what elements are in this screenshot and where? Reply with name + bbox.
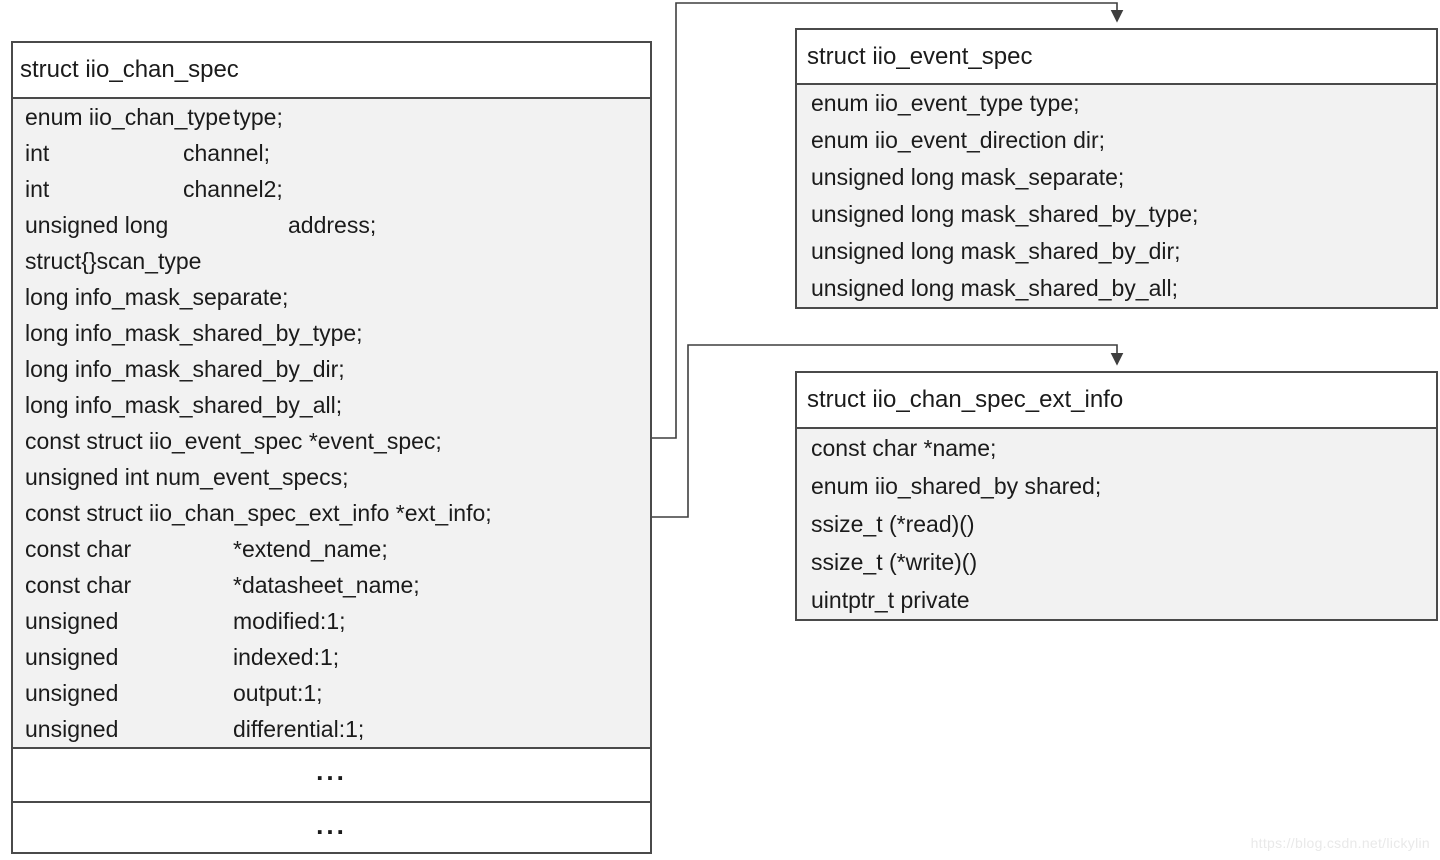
struct-field-row: long info_mask_shared_by_all;: [13, 387, 650, 423]
struct-field-row: unsigned long address;: [13, 207, 650, 243]
struct-field-row: struct{}scan_type: [13, 243, 650, 279]
field-type: const struct iio_event_spec *event_spec;: [25, 428, 442, 454]
struct-box-iio-event-spec: struct iio_event_spec enum iio_event_typ…: [795, 28, 1438, 309]
struct-field-row: ssize_t (*read)(): [811, 511, 975, 537]
field-name: differential:1;: [233, 716, 365, 742]
struct-field-row: unsigned long mask_shared_by_all;: [811, 275, 1178, 301]
field-name: channel2;: [183, 176, 283, 202]
field-type: const char: [25, 536, 132, 562]
struct-field-row: const struct iio_event_spec *event_spec;: [13, 423, 650, 459]
struct-field-row: int channel2;: [13, 171, 650, 207]
struct-field-row: int channel;: [13, 135, 650, 171]
struct-field-row: const char *datasheet_name;: [13, 567, 650, 603]
field-type: unsigned int num_event_specs;: [25, 464, 349, 490]
field-type: unsigned: [25, 680, 119, 706]
struct-field-row: long info_mask_shared_by_dir;: [13, 351, 650, 387]
field-name: *datasheet_name;: [233, 572, 420, 598]
field-type: long info_mask_shared_by_all;: [25, 392, 343, 418]
struct-field-row: ssize_t (*write)(): [811, 549, 978, 575]
struct-field-row: unsigned indexed:1;: [13, 639, 650, 675]
field-type: unsigned long: [25, 212, 169, 238]
struct-field-row: uintptr_t private: [811, 587, 970, 613]
field-name: type;: [233, 104, 283, 130]
struct-title-iio-event-spec: struct iio_event_spec: [797, 30, 1436, 85]
struct-field-row: long info_mask_shared_by_type;: [13, 315, 650, 351]
struct-fields-iio-chan-spec-ext-info: const char *name; enum iio_shared_by shar…: [797, 429, 1436, 619]
struct-field-row: long info_mask_separate;: [13, 279, 650, 315]
field-type: long info_mask_separate;: [25, 284, 289, 310]
field-name: channel;: [183, 140, 270, 166]
struct-box-iio-chan-spec-ext-info: struct iio_chan_spec_ext_info const char…: [795, 371, 1438, 621]
struct-field-row: unsigned int num_event_specs;: [13, 459, 650, 495]
struct-field-row: const char *extend_name;: [13, 531, 650, 567]
field-type: enum iio_chan_type: [25, 104, 231, 130]
struct-field-row: enum iio_event_direction dir;: [811, 127, 1106, 153]
field-type: const char: [25, 572, 132, 598]
struct-field-row: unsigned long mask_shared_by_type;: [811, 201, 1199, 227]
struct-field-row: unsigned long mask_separate;: [811, 164, 1125, 190]
field-type: int: [25, 176, 50, 202]
field-type: unsigned: [25, 608, 119, 634]
struct-title-iio-chan-spec-ext-info: struct iio_chan_spec_ext_info: [797, 373, 1436, 429]
field-name: output:1;: [233, 680, 323, 706]
field-name: modified:1;: [233, 608, 346, 634]
field-type: unsigned: [25, 716, 119, 742]
struct-field-row: const struct iio_chan_spec_ext_info *ext…: [13, 495, 650, 531]
struct-field-row: const char *name;: [811, 435, 997, 461]
struct-field-row: unsigned differential:1;: [13, 711, 650, 747]
struct-fields-iio-event-spec: enum iio_event_type type; enum iio_event_…: [797, 85, 1436, 307]
struct-title-iio-chan-spec: struct iio_chan_spec: [13, 43, 650, 99]
struct-field-row: enum iio_shared_by shared;: [811, 473, 1102, 499]
struct-field-row: unsigned long mask_shared_by_dir;: [811, 238, 1181, 264]
field-type: unsigned: [25, 644, 119, 670]
field-type: long info_mask_shared_by_dir;: [25, 356, 345, 382]
struct-field-row: unsigned output:1;: [13, 675, 650, 711]
ellipsis-row: ...: [13, 749, 650, 803]
field-type: long info_mask_shared_by_type;: [25, 320, 363, 346]
ellipsis-row: ...: [13, 803, 650, 852]
field-type: const struct iio_chan_spec_ext_info *ext…: [25, 500, 492, 526]
struct-field-row: enum iio_event_type type;: [811, 90, 1080, 116]
struct-field-row: unsigned modified:1;: [13, 603, 650, 639]
field-type: struct{}scan_type: [25, 248, 202, 274]
field-name: indexed:1;: [233, 644, 340, 670]
watermark: https://blog.csdn.net/lickylin: [1250, 835, 1430, 851]
field-name: address;: [288, 212, 377, 238]
field-type: int: [25, 140, 50, 166]
field-name: *extend_name;: [233, 536, 388, 562]
